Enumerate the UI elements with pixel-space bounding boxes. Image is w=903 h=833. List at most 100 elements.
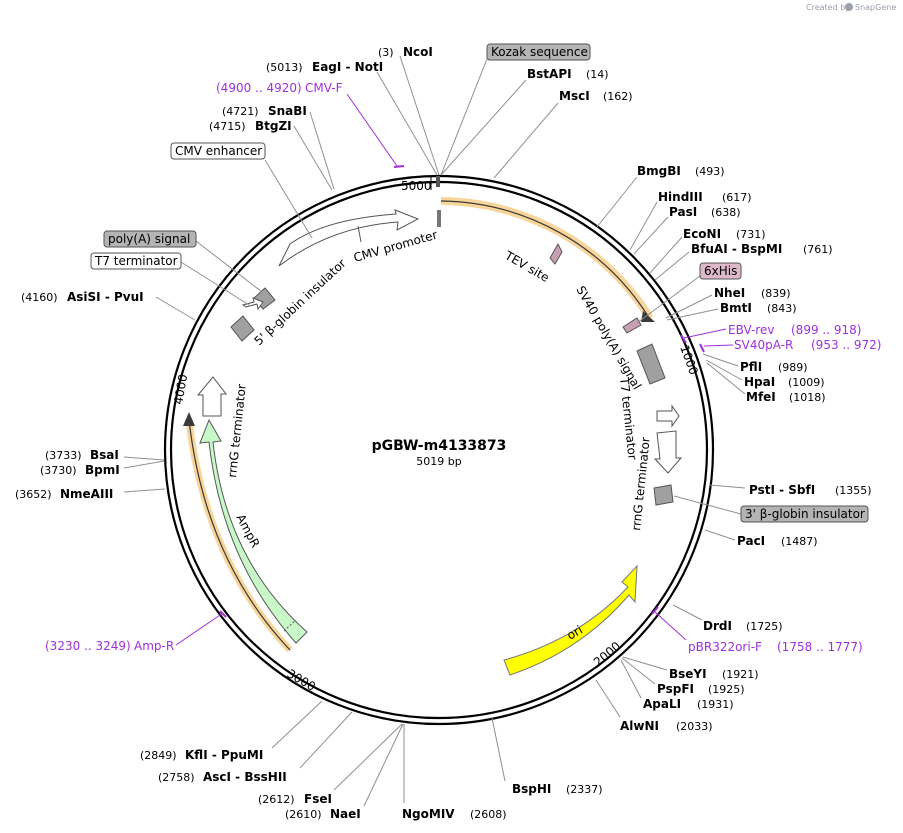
enzyme-pos-apali: (1931) bbox=[697, 698, 734, 711]
leader-apali bbox=[620, 659, 642, 699]
enzyme-name-bpmi: BpmI bbox=[85, 463, 120, 477]
enzyme-name-naei: NaeI bbox=[330, 807, 361, 821]
enzyme-name-btgzi: BtgZI bbox=[255, 119, 292, 133]
enzyme-pos-kfli-ppumi: (2849) bbox=[140, 749, 177, 762]
leader-6xhis bbox=[636, 275, 701, 324]
leader-poly-a-signal bbox=[195, 240, 263, 293]
leader-nhei bbox=[665, 294, 713, 319]
primer-mark-cmv-f bbox=[393, 165, 405, 168]
enzyme-pos-pfli: (989) bbox=[778, 361, 808, 374]
enzyme-name-bseyi: BseYI bbox=[669, 667, 707, 681]
enzyme-name-fsei: FseI bbox=[304, 792, 332, 806]
primer-name-ebv-rev: EBV-rev bbox=[728, 323, 774, 337]
feature-start-mark bbox=[437, 210, 441, 227]
feature-kozak-mark bbox=[436, 176, 440, 187]
feature-label-ori: ori bbox=[565, 623, 586, 643]
leader-ncoi bbox=[399, 55, 440, 176]
callout-label-3-beta-globin-insulator: 3' β-globin insulator bbox=[745, 507, 865, 521]
feature-rrng-terminator-left bbox=[196, 376, 228, 417]
leader-bsphi bbox=[491, 717, 506, 782]
leader-snabi bbox=[309, 111, 335, 190]
leader-psti bbox=[709, 484, 746, 489]
leader-bmti bbox=[666, 308, 719, 321]
enzyme-pos-pspfi: (1925) bbox=[708, 683, 745, 696]
feature-cmv-promoter bbox=[278, 209, 420, 267]
leader-cmv-f bbox=[346, 93, 398, 167]
feature-tev-site bbox=[549, 242, 563, 265]
enzyme-pos-mfei: (1018) bbox=[789, 391, 826, 404]
credit-prefix: Created by bbox=[806, 3, 850, 12]
feature-ampr-line bbox=[188, 419, 291, 651]
primer-mark-sv40pa-r bbox=[699, 343, 705, 353]
leader-mfei bbox=[706, 362, 746, 395]
feature-3-beta-globin-insulator bbox=[653, 484, 674, 506]
enzyme-name-hpai: HpaI bbox=[744, 375, 775, 389]
enzyme-pos-btgzi: (4715) bbox=[209, 120, 246, 133]
primer-name-sv40pa-r: SV40pA-R bbox=[734, 338, 793, 352]
callout-cmv-enhancer bbox=[170, 142, 266, 160]
feature-label-cmv-promoter: CMV promoter bbox=[352, 228, 439, 265]
feature-poly-a-signal bbox=[230, 315, 255, 342]
tick-label-5000: 5000 bbox=[401, 179, 432, 193]
feature-ampr-arrowhead bbox=[183, 412, 195, 426]
tick-label-3000: 3000 bbox=[285, 666, 318, 693]
feature-label-rrng-terminator-left: rrnG terminator bbox=[225, 383, 249, 478]
enzyme-pos-asci-bsshii: (2758) bbox=[158, 771, 195, 784]
primer-range-amp-r: (3230 .. 3249) bbox=[45, 639, 131, 653]
callout-label-cmv-enhancer: CMV enhancer bbox=[175, 144, 262, 158]
enzyme-pos-hindiii: (617) bbox=[722, 191, 752, 204]
tick-label-1000: 1000 bbox=[677, 343, 701, 376]
leader-kfli bbox=[271, 700, 323, 749]
feature-ori bbox=[503, 564, 638, 676]
enzyme-name-ngomiv: NgoMIV bbox=[402, 807, 455, 821]
enzyme-name-econi: EcoNI bbox=[683, 227, 721, 241]
primer-name-cmv-f: CMV-F bbox=[305, 81, 343, 95]
leader-3-beta-globin bbox=[673, 495, 742, 515]
leader-hindiii bbox=[629, 201, 658, 251]
leader-pbr322ori-f bbox=[654, 611, 687, 641]
feature-t7-terminator-left bbox=[241, 297, 264, 311]
leader-hpai bbox=[705, 359, 743, 381]
leader-bstapi bbox=[440, 79, 527, 176]
leader-bsai bbox=[123, 456, 165, 461]
enzyme-pos-bsai: (3733) bbox=[45, 449, 82, 462]
plasmid-title: pGBW-m4133873 5019 bp bbox=[372, 438, 507, 468]
leader-asci bbox=[299, 711, 353, 769]
callout-6xhis bbox=[699, 262, 742, 280]
credit-brand: SnapGene bbox=[855, 3, 896, 12]
enzyme-name-apali: ApaLI bbox=[643, 697, 681, 711]
enzyme-name-ncoi: NcoI bbox=[403, 45, 433, 59]
enzyme-name-pspfi: PspFI bbox=[657, 682, 694, 696]
leader-nmeaiii bbox=[123, 488, 166, 493]
leader-cmv-enhancer bbox=[264, 159, 313, 239]
snapgene-logo-icon bbox=[845, 3, 853, 11]
feature-orf-arrowhead bbox=[641, 311, 655, 322]
leader-kozak bbox=[440, 58, 488, 176]
primer-mark-ebv-rev bbox=[680, 334, 687, 344]
enzyme-pos-paci: (1487) bbox=[781, 535, 818, 548]
enzyme-pos-eagi-noti: (5013) bbox=[266, 61, 303, 74]
leader-sv40pa-r bbox=[703, 344, 734, 347]
primers: (4900 .. 4920) CMV-F EBV-rev (899 .. 918… bbox=[45, 81, 881, 654]
enzyme-pos-snabi: (4721) bbox=[222, 105, 259, 118]
feature-orf-line bbox=[440, 200, 649, 317]
leader-bpmi bbox=[123, 460, 165, 469]
leader-t7-terminator-left bbox=[180, 261, 250, 306]
callout-label-kozak-sequence: Kozak sequence bbox=[491, 45, 588, 59]
leader-naei bbox=[363, 723, 404, 807]
plasmid-name: pGBW-m4133873 bbox=[372, 438, 507, 454]
primer-mark-amp-r bbox=[219, 610, 227, 618]
leader-bmgbi bbox=[596, 176, 638, 228]
enzyme-name-bsphi: BspHI bbox=[512, 782, 551, 796]
feature-label-tev-site: TEV site bbox=[502, 248, 552, 285]
enzyme-pos-bfuai-bspmi: (761) bbox=[803, 243, 833, 256]
callout-poly-a-signal bbox=[103, 230, 197, 248]
feature-callouts: CMV enhancer Kozak sequence 6xHis 3' β-g… bbox=[90, 43, 869, 523]
tick-label-2000: 2000 bbox=[591, 639, 623, 669]
leader-ebv-rev bbox=[683, 328, 727, 339]
feature-t7-terminator-right bbox=[656, 404, 680, 428]
enzyme-name-psti-sbfi: PstI - SbfI bbox=[749, 483, 815, 497]
leader-pfli bbox=[702, 353, 739, 367]
plasmid-size: 5019 bp bbox=[416, 455, 461, 468]
